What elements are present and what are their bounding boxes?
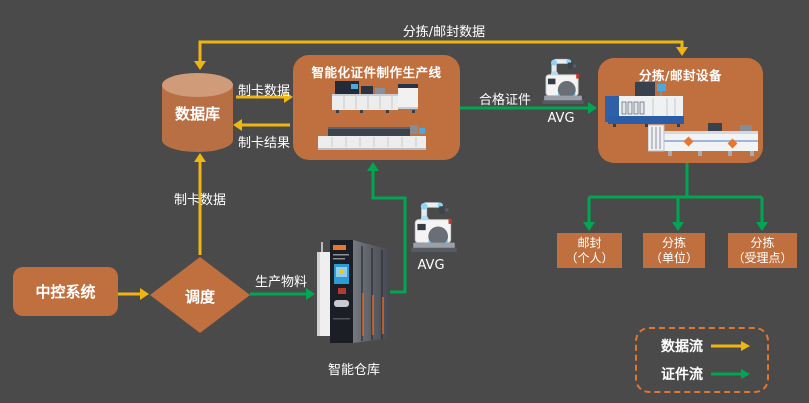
node-central-control: 中控系统 [13, 267, 118, 316]
output-line2: （个人） [565, 250, 614, 265]
node-production-line: 智能化证件制作生产线 [293, 55, 460, 160]
node-output-sort-acceptance: 分拣 （受理点） [728, 233, 797, 268]
avg-robot-line-icon [542, 58, 584, 105]
edge-label-card-result: 制卡结果 [237, 136, 290, 151]
mailing-conveyor-machine-icon [648, 123, 758, 156]
production-line-title: 智能化证件制作生产线 [311, 65, 442, 80]
warehouse-label: 智能仓库 [327, 363, 380, 378]
legend-data-flow-label: 数据流 [661, 339, 703, 356]
card-production-machine-icon [332, 81, 418, 113]
avg-line-label: AVG [547, 111, 575, 126]
certificate-flow-arrow-icon [711, 368, 750, 379]
output-line1: 邮封 [577, 235, 602, 250]
smart-warehouse-icon [317, 240, 390, 343]
sorting-equipment-title: 分拣/邮封设备 [638, 68, 723, 83]
output-line2: （单位） [649, 250, 698, 265]
card-conveyor-machine-icon [318, 125, 426, 150]
edge-label-sorting-mail-data: 分拣/邮封数据 [402, 25, 486, 40]
node-output-mail-personal: 邮封 （个人） [557, 233, 622, 268]
node-sorting-equipment: 分拣/邮封设备 [598, 58, 763, 163]
dispatch-label: 调度 [184, 288, 215, 306]
edge-label-qualified-certificates: 合格证件 [478, 93, 531, 108]
database-label: 数据库 [174, 105, 220, 123]
output-line1: 分拣 [750, 235, 775, 250]
avg-warehouse-label: AVG [417, 258, 445, 273]
legend-certificate-flow-label: 证件流 [661, 366, 703, 383]
avg-robot-warehouse-icon [411, 202, 457, 252]
output-line1: 分拣 [661, 235, 686, 250]
legend: 数据流 证件流 [635, 327, 769, 393]
legend-row-certificate-flow: 证件流 [661, 364, 767, 384]
edge-label-production-material: 生产物料 [254, 275, 307, 290]
sorting-machine-icon [605, 82, 684, 127]
edge-label-card-data-right: 制卡数据 [237, 84, 290, 99]
output-line2: （受理点） [732, 250, 793, 265]
node-output-sort-unit: 分拣 （单位） [643, 233, 705, 268]
data-flow-arrow-icon [711, 341, 750, 352]
edge-label-card-data-up: 制卡数据 [173, 193, 226, 208]
legend-row-data-flow: 数据流 [661, 336, 767, 356]
central-control-label: 中控系统 [35, 283, 96, 301]
